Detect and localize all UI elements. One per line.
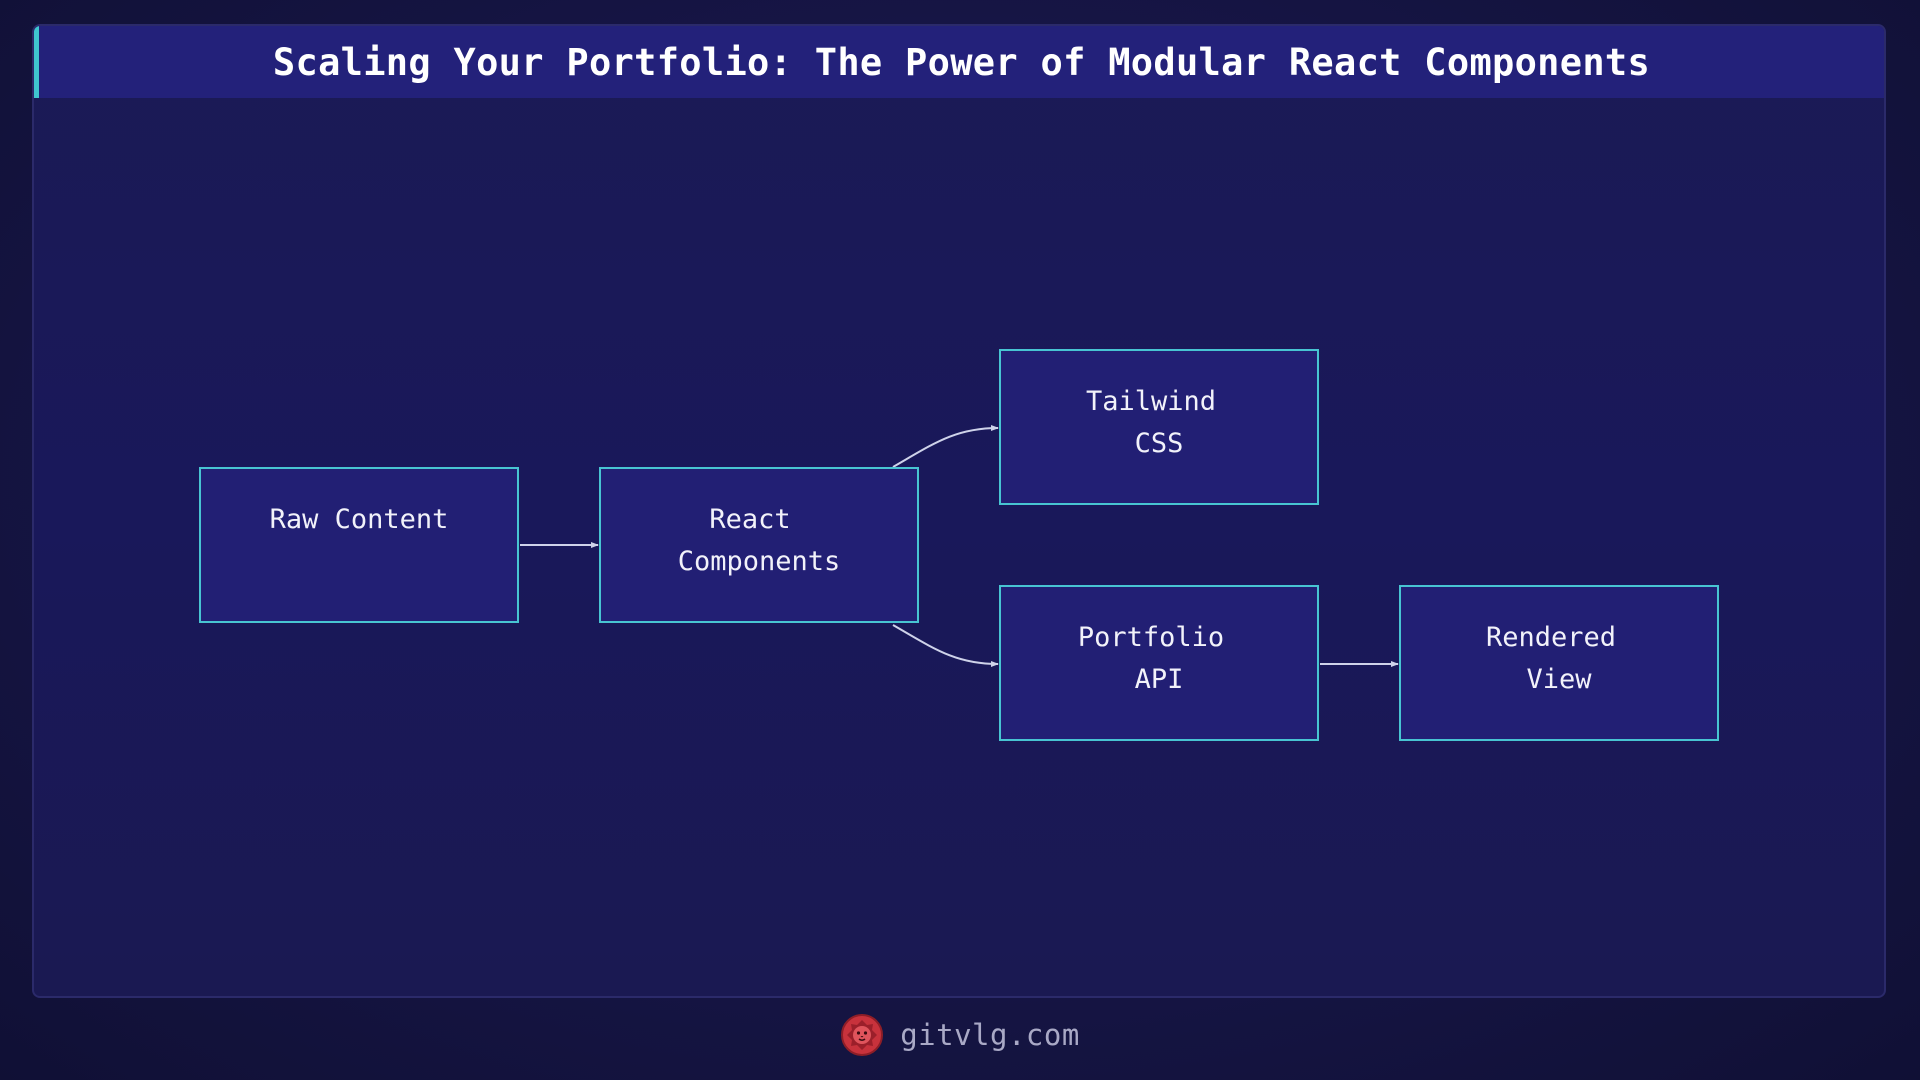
node-react-components: React Components	[599, 467, 919, 623]
node-rendered-view-label-line-2: View	[1526, 664, 1592, 695]
node-rendered-view: Rendered View	[1399, 585, 1719, 741]
footer: gitvlg.com	[0, 1012, 1920, 1058]
lion-head-icon	[841, 1014, 884, 1056]
node-react-components-label-line-2: Components	[677, 546, 841, 577]
node-portfolio-api-label-line-2: API	[1134, 664, 1184, 695]
node-tailwind-css-label-line-2: CSS	[1134, 428, 1184, 459]
node-raw-content-label: Raw Content	[269, 504, 449, 535]
node-raw-content: Raw Content	[199, 467, 519, 623]
node-react-components-label-line-1: React	[709, 504, 791, 535]
page-title: Scaling Your Portfolio: The Power of Mod…	[272, 40, 1651, 84]
node-portfolio-api-label-line-1: Portfolio	[1077, 622, 1225, 653]
node-portfolio-api: Portfolio API	[999, 585, 1319, 741]
footer-site-link[interactable]: gitvlg.com	[900, 1018, 1080, 1052]
node-tailwind-css-label-line-1: Tailwind	[1085, 386, 1217, 417]
node-tailwind-css: Tailwind CSS	[999, 349, 1319, 505]
node-rendered-view-label-line-1: Rendered	[1485, 622, 1617, 653]
title-bar: Scaling Your Portfolio: The Power of Mod…	[34, 26, 1884, 98]
